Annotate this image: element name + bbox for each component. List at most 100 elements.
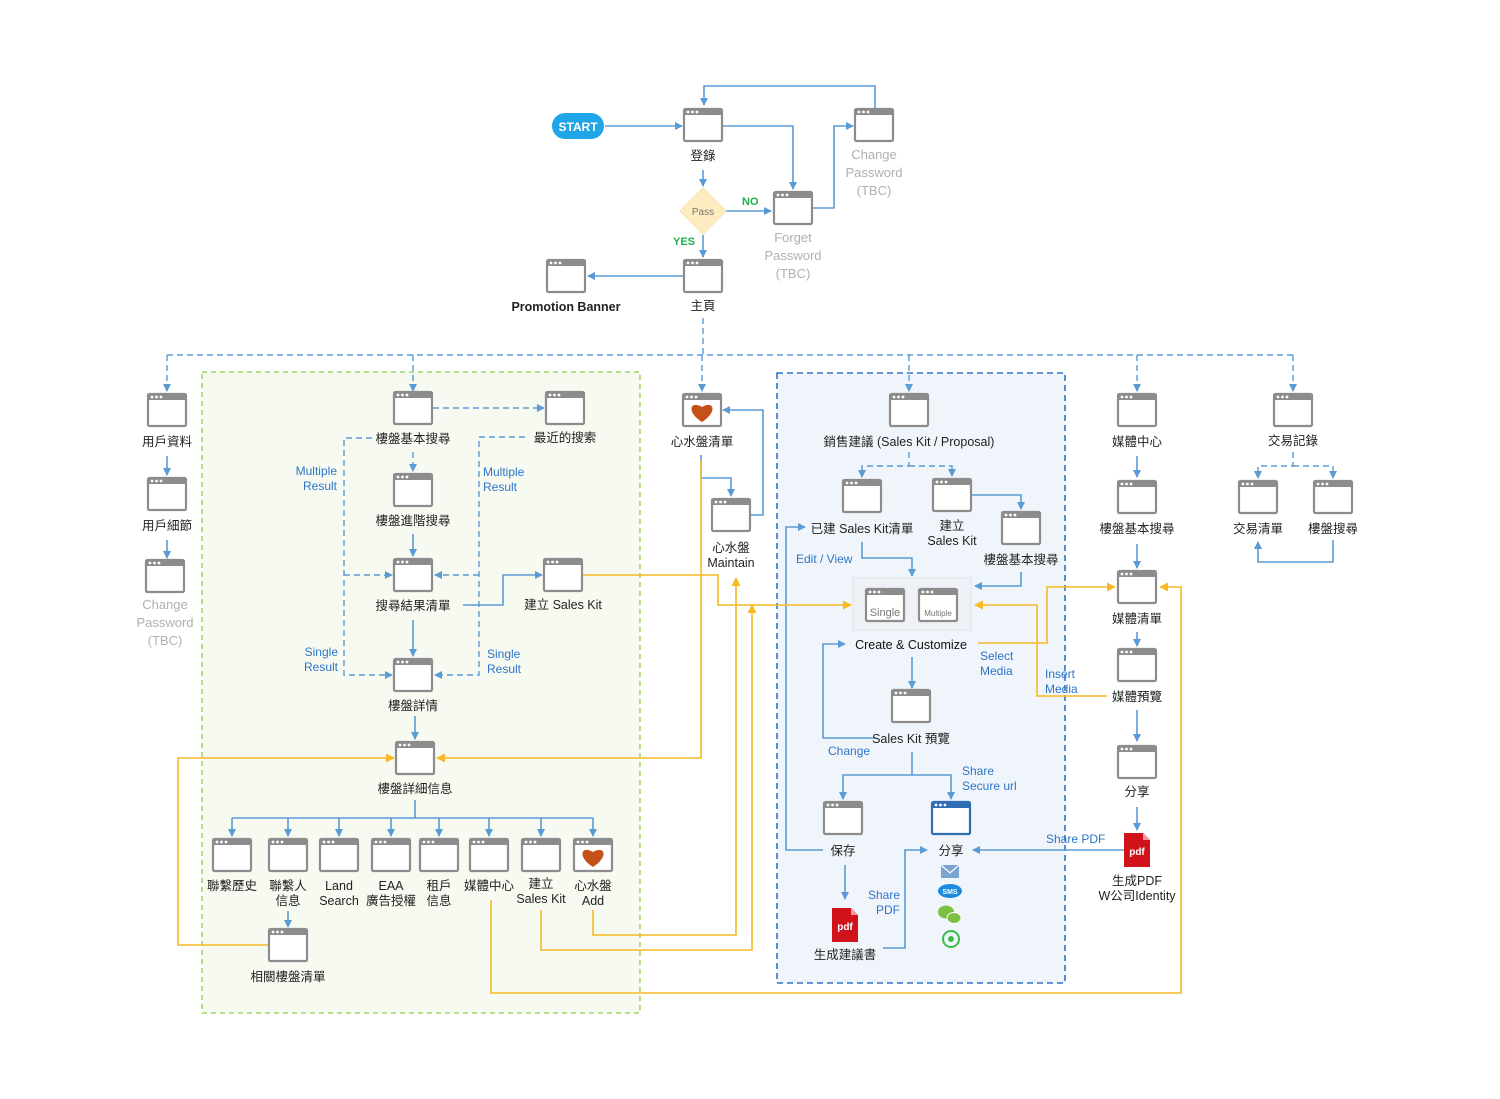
node-user-detail[interactable]: 用戶細節 [142, 476, 192, 533]
whatsapp-icon[interactable] [942, 930, 960, 948]
heart-icon [582, 849, 604, 867]
node-tx-list[interactable]: 交易清單 [1233, 479, 1283, 536]
window-icon [1312, 479, 1354, 515]
node-c-media[interactable]: 媒體中心 [464, 837, 515, 893]
node-results[interactable]: 搜尋結果清單 [375, 557, 451, 613]
node-label: 聯繫人 [269, 878, 307, 893]
node-save[interactable]: 保存 [822, 800, 864, 858]
edge-label-insert-media: Insert [1045, 667, 1076, 681]
window-icon [211, 837, 253, 873]
multiple-option[interactable]: Multiple [917, 587, 959, 623]
multiple-label: Multiple [924, 609, 952, 618]
node-label: 樓盤詳細信息 [377, 781, 452, 796]
connector [839, 752, 913, 800]
node-label: Password [764, 248, 821, 263]
node-prop-full[interactable]: 樓盤詳細信息 [377, 740, 453, 796]
sms-icon[interactable]: SMS [938, 884, 962, 898]
email-icon[interactable] [940, 864, 960, 878]
connector [1254, 452, 1294, 479]
window-icon [146, 476, 188, 512]
connector [909, 465, 956, 477]
start-button[interactable]: START [552, 113, 604, 139]
node-label: 保存 [830, 844, 855, 858]
node-share[interactable]: 分享 [930, 800, 972, 858]
window-icon [1116, 392, 1158, 428]
connector [722, 406, 764, 516]
edge-label-single-right: Single [487, 647, 521, 661]
node-media-list[interactable]: 媒體清單 [1112, 569, 1162, 626]
node-promo[interactable]: Promotion Banner [511, 258, 621, 314]
node-basic-search3[interactable]: 樓盤基本搜尋 [1099, 479, 1175, 536]
node-label: Add [582, 894, 604, 908]
node-label: Land [325, 879, 353, 893]
single-option[interactable]: Single [864, 587, 906, 623]
node-home[interactable]: 主頁 [682, 258, 724, 313]
node-label: (TBC) [857, 183, 892, 198]
node-sales-kit[interactable]: 銷售建議 (Sales Kit / Proposal) [824, 392, 995, 449]
window-icon [392, 557, 434, 593]
node-basic-search2[interactable]: 樓盤基本搜尋 [983, 510, 1059, 567]
node-preview[interactable]: Sales Kit 預覽 [872, 688, 950, 746]
connector [785, 523, 823, 851]
connector [1254, 540, 1334, 563]
node-c-history[interactable]: 聯繫歷史 [207, 837, 258, 893]
node-fav-list[interactable]: 心水盤清單 [671, 392, 734, 449]
node-label: 樓盤進階搜尋 [375, 513, 450, 528]
window-icon [1000, 510, 1042, 546]
node-user-profile[interactable]: 用戶資料 [142, 392, 193, 449]
yes-label: YES [673, 236, 695, 248]
edge-label-insert-media: Media [1045, 682, 1078, 696]
wechat-icon[interactable] [938, 905, 962, 924]
node-prop-search[interactable]: 樓盤搜尋 [1308, 479, 1358, 536]
pdf-icon: pdf [1124, 833, 1150, 867]
window-icon [1237, 479, 1279, 515]
window-icon [772, 190, 814, 226]
node-create-sk1[interactable]: 建立 Sales Kit [524, 557, 602, 612]
node-related[interactable]: 相關樓盤清單 [250, 927, 326, 984]
edge-label-single-left: Single [305, 645, 339, 659]
node-label: 主頁 [690, 299, 715, 313]
edge-label-share-pdf-left: PDF [876, 903, 900, 917]
node-media-center[interactable]: 媒體中心 [1112, 392, 1163, 449]
connector-yellow [592, 577, 741, 936]
node-label: 用戶細節 [142, 518, 192, 533]
window-icon [682, 258, 724, 294]
node-login[interactable]: 登錄 [682, 107, 724, 163]
node-label: 樓盤基本搜尋 [983, 552, 1058, 567]
node-label: 已建 Sales Kit清單 [811, 522, 914, 536]
node-label: Promotion Banner [511, 300, 620, 314]
edge-label-multi-left: Result [303, 479, 338, 493]
node-built-list[interactable]: 已建 Sales Kit清單 [811, 478, 914, 536]
node-adv-search[interactable]: 樓盤進階搜尋 [375, 472, 451, 528]
node-media-preview[interactable]: 媒體預覽 [1112, 647, 1162, 704]
window-icon [267, 927, 309, 963]
node-basic-search[interactable]: 樓盤基本搜尋 [375, 390, 451, 446]
node-label: 廣告授權 [366, 894, 416, 908]
node-transactions[interactable]: 交易記錄 [1268, 392, 1319, 448]
window-icon [520, 837, 562, 873]
connector [700, 85, 876, 108]
node-recent-search[interactable]: 最近的搜索 [534, 390, 597, 445]
node-share2[interactable]: 分享 [1116, 744, 1158, 799]
edge-label-multi-left: Multiple [296, 464, 338, 478]
single-label: Single [870, 607, 901, 619]
window-icon [394, 740, 436, 776]
node-label: 交易記錄 [1268, 433, 1319, 448]
node-prop-detail[interactable]: 樓盤詳情 [388, 657, 438, 713]
connector [434, 436, 525, 679]
window-icon [544, 390, 586, 426]
edge-label-single-right: Result [487, 662, 522, 676]
